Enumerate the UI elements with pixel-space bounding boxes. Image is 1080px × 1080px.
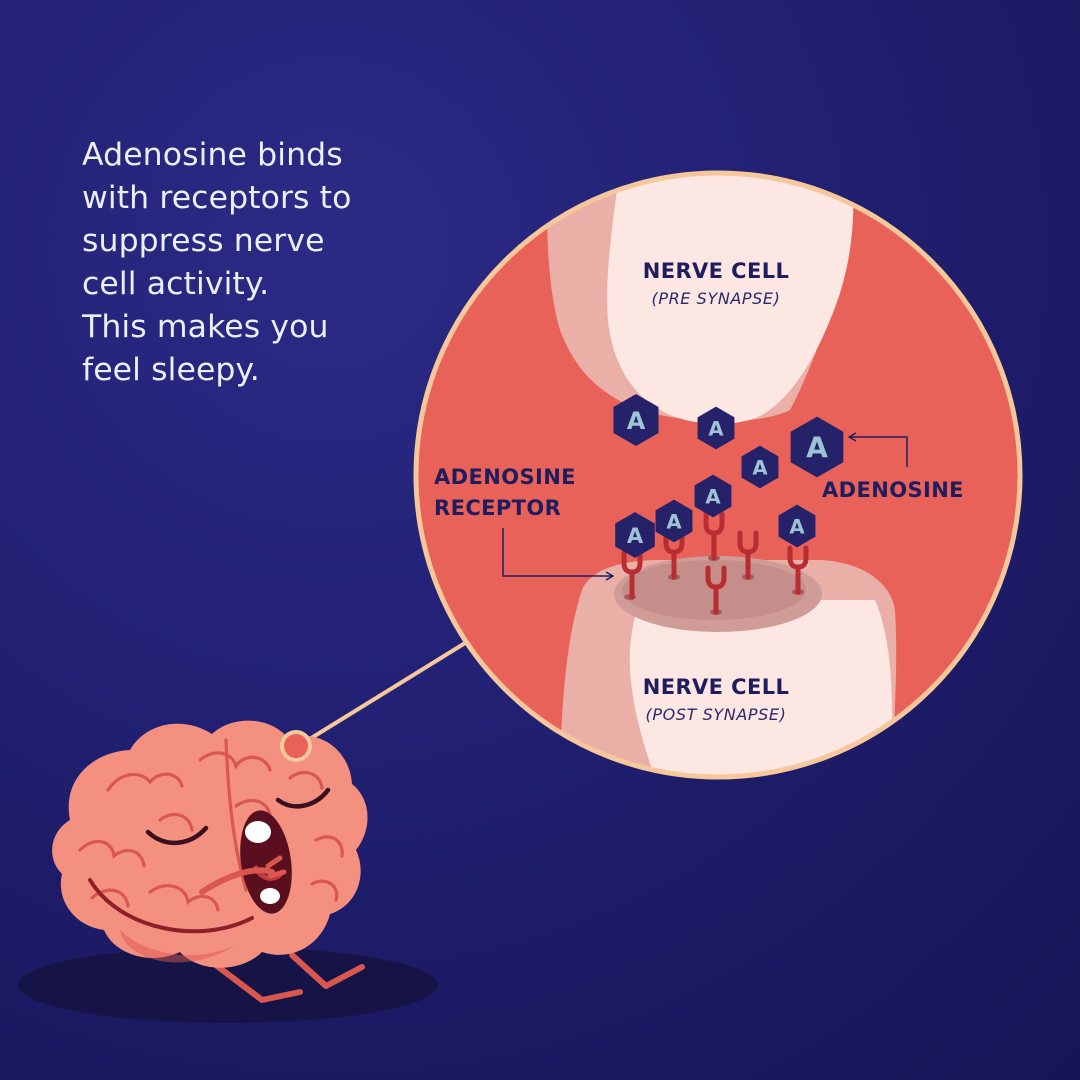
pre-synapse-subtitle: (PRE SYNAPSE) (651, 289, 780, 308)
svg-text:A: A (705, 485, 721, 508)
pre-synapse-title: NERVE CELL (643, 259, 790, 283)
synapse-zoom-circle (413, 170, 1023, 780)
ground-shadow (18, 947, 438, 1023)
adenosine-molecule-icon: A (694, 474, 732, 518)
receptor-label-line2: RECEPTOR (434, 496, 561, 520)
adenosine-molecule-icon: A (778, 504, 816, 548)
adenosine-molecules: A A A A A A A A (613, 394, 844, 558)
svg-text:A: A (789, 515, 805, 538)
svg-text:A: A (708, 417, 724, 440)
caption: Adenosine binds with receptors to suppre… (82, 134, 442, 392)
zoom-pointer-line (298, 638, 472, 747)
sleepy-brain-icon (52, 720, 368, 1003)
svg-text:A: A (666, 510, 682, 533)
caption-line: feel sleepy. (82, 352, 260, 388)
svg-text:A: A (627, 407, 646, 435)
pre-synapse-cell (607, 173, 854, 424)
adenosine-molecule-icon: A (697, 406, 735, 450)
post-synapse-title: NERVE CELL (643, 675, 790, 699)
post-synapse-cell (629, 600, 893, 777)
caption-line: Adenosine binds (82, 137, 343, 173)
post-synapse-subtitle: (POST SYNAPSE) (646, 705, 787, 724)
adenosine-molecule-icon: A (613, 394, 659, 446)
adenosine-molecule-icon: A (615, 512, 655, 558)
svg-text:A: A (752, 456, 768, 479)
adenosine-molecule-icon: A (655, 499, 693, 543)
adenosine-molecule-icon: A (741, 445, 779, 489)
caption-line: This makes you (82, 309, 329, 345)
arrow-icon (848, 432, 908, 467)
arrow-icon (502, 528, 614, 581)
adenosine-molecule-icon: A (790, 416, 844, 478)
svg-text:A: A (627, 523, 644, 548)
svg-text:A: A (806, 432, 828, 465)
caption-line: suppress nerve (82, 223, 325, 259)
caption-line: cell activity. (82, 266, 270, 302)
receptor-label-line1: ADENOSINE (434, 465, 576, 489)
adenosine-label: ADENOSINE (822, 478, 964, 502)
caption-line: with receptors to (82, 180, 352, 216)
